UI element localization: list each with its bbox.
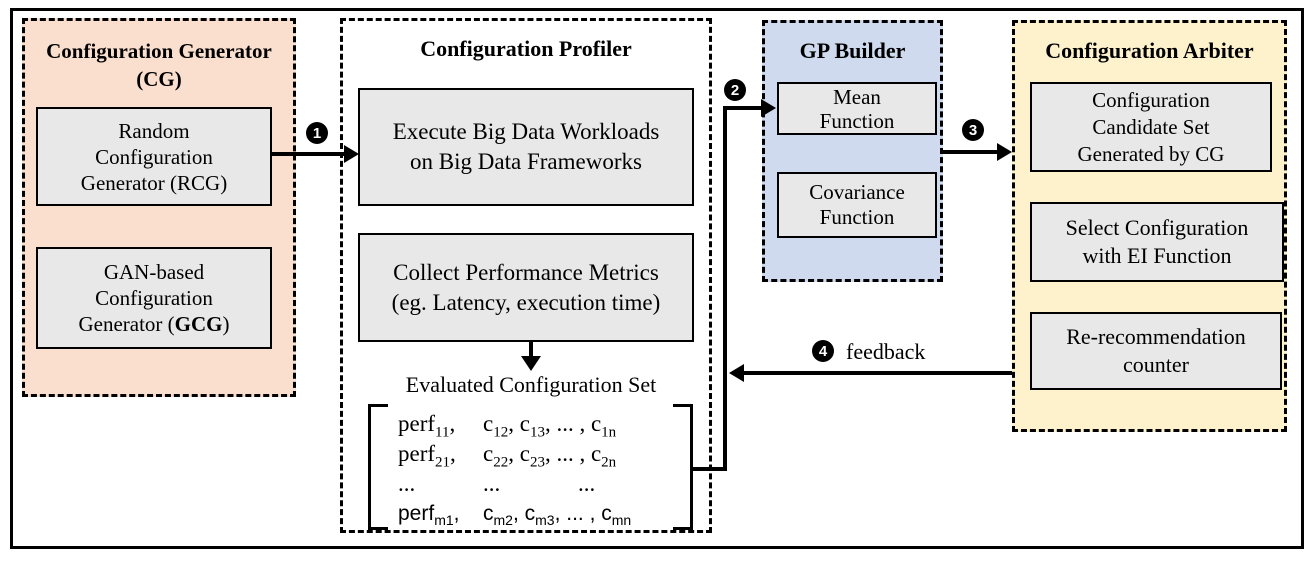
rcg-line3: Generator (RCG): [80, 170, 228, 195]
covariance-line1: Covariance: [809, 180, 905, 204]
mean-function-box: Mean Function: [777, 82, 937, 135]
mean-line1: Mean: [833, 84, 881, 109]
recommendation-counter-box: Re-recommendation counter: [1030, 312, 1282, 390]
arrow-2-vertical-line: [723, 106, 727, 471]
candidate-line1: Configuration: [1092, 87, 1210, 112]
collect-metrics-box: Collect Performance Metrics (eg. Latency…: [358, 233, 694, 342]
gcg-line3: Generator (GCG): [78, 312, 230, 336]
gp-builder-panel: GP Builder: [762, 20, 943, 282]
gcg-box: GAN-based Configuration Generator (GCG): [36, 247, 272, 349]
arrow-1-line: [270, 152, 346, 156]
cg-title-line2: (CG): [136, 67, 182, 91]
gp-builder-panel-title: GP Builder: [799, 38, 906, 63]
collect-to-set-arrowhead: [521, 356, 541, 371]
execute-workloads-box: Execute Big Data Workloads on Big Data F…: [358, 88, 694, 206]
candidate-line2: Candidate Set: [1092, 114, 1210, 139]
execute-line2: on Big Data Frameworks: [410, 149, 642, 174]
counter-line1: Re-recommendation: [1066, 324, 1246, 349]
matrix-row: .........: [398, 471, 596, 496]
feedback-label: feedback: [846, 339, 926, 364]
covariance-line2: Function: [819, 205, 895, 229]
mean-line2: Function: [819, 108, 895, 133]
profiler-panel-title: Configuration Profiler: [420, 36, 632, 61]
matrix-row: perf11,c12, c13, ... , c1n: [398, 411, 617, 441]
arrow-4-feedback-line: [743, 371, 1012, 375]
rcg-line2: Configuration: [95, 144, 213, 169]
arrow-2-bottom-line: [691, 467, 725, 471]
covariance-function-box: Covariance Function: [777, 172, 937, 238]
matrix-right-bracket: [673, 404, 693, 530]
step-2-badge: 2: [724, 79, 746, 101]
step-3-badge: 3: [962, 119, 984, 141]
gcg-line2: Configuration: [95, 286, 213, 310]
arrow-3-head: [997, 143, 1012, 161]
matrix-row: perf21,c22, c23, ... , c2n: [398, 441, 617, 471]
rcg-line1: Random: [118, 118, 190, 143]
evaluated-set-label: Evaluated Configuration Set: [405, 372, 657, 397]
arbiter-panel-title: Configuration Arbiter: [1045, 38, 1254, 63]
collect-line2: (eg. Latency, execution time): [391, 289, 661, 315]
candidate-set-box: Configuration Candidate Set Generated by…: [1030, 82, 1272, 172]
candidate-line3: Generated by CG: [1077, 141, 1225, 166]
cg-title-line1: Configuration Generator: [46, 39, 272, 63]
select-configuration-box: Select Configuration with EI Function: [1030, 202, 1284, 282]
counter-line2: counter: [1123, 352, 1189, 377]
arrow-1-head: [344, 145, 359, 163]
rcg-box: Random Configuration Generator (RCG): [36, 107, 272, 206]
select-line2: with EI Function: [1082, 243, 1232, 268]
gcg-line1: GAN-based: [103, 260, 205, 284]
collect-line1: Collect Performance Metrics: [393, 259, 659, 285]
arrow-2-top-line: [725, 106, 763, 110]
cg-panel-title: Configuration Generator (CG): [25, 21, 293, 93]
arrow-3-line: [943, 150, 999, 154]
select-line1: Select Configuration: [1065, 215, 1249, 240]
arrow-4-feedback-head: [729, 364, 744, 382]
matrix-left-bracket: [368, 404, 388, 530]
step-1-badge: 1: [306, 122, 328, 144]
arrow-2-head: [761, 99, 776, 117]
collect-to-set-arrow-line: [529, 342, 533, 358]
step-4-badge: 4: [812, 340, 834, 362]
outer-frame: [10, 8, 1304, 549]
matrix-row: perfm1,cm2, cm3, ... , cmn: [398, 502, 632, 529]
execute-line1: Execute Big Data Workloads: [392, 119, 660, 144]
